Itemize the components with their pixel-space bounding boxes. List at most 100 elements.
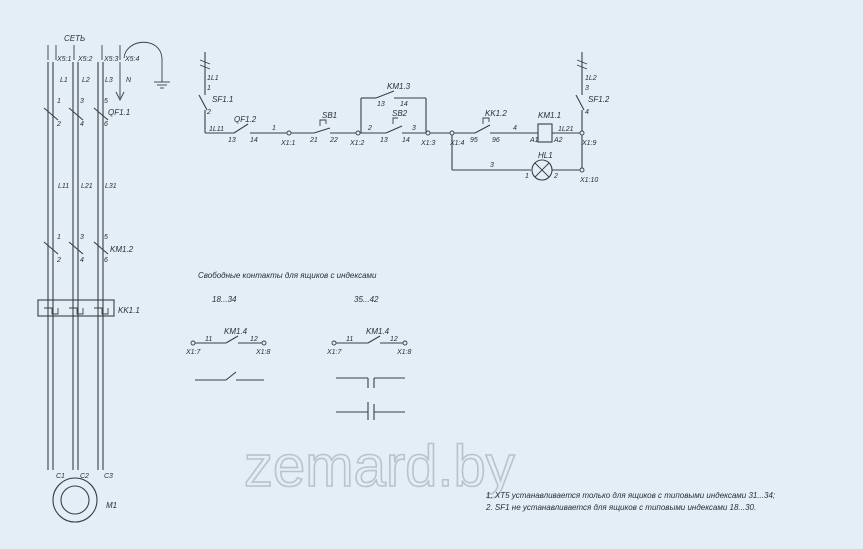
sb1-pin-21: 21: [309, 137, 318, 144]
sf1-2-pin-3: 3: [585, 85, 589, 92]
group-1-terminal-b: X1:8: [255, 349, 271, 356]
phase-l3: L3: [105, 77, 113, 84]
sb2-pin-13: 13: [380, 137, 388, 144]
line-l21: L21: [81, 183, 93, 190]
qf1-2-pin-14: 14: [250, 137, 258, 144]
sb1-pin-22: 22: [329, 137, 338, 144]
motor-m1: C1 C2 C3 M1: [52, 473, 117, 523]
node-1l11: 1L11: [209, 126, 224, 133]
sb1-label: SB1: [322, 111, 337, 120]
group-1-range: 18...34: [212, 295, 237, 304]
sf1-1-pin-1: 1: [207, 85, 211, 92]
km1-1-label: KM1.1: [538, 111, 561, 120]
group-2-terminal-a: X1:7: [326, 349, 343, 356]
group-1-terminal-a: X1:7: [185, 349, 202, 356]
sf1-2-label: SF1.2: [588, 95, 610, 104]
hl1-label: HL1: [538, 151, 553, 160]
phase-l1: L1: [60, 77, 68, 84]
lamp-hl1: HL1 1 2: [525, 151, 558, 181]
terminal-x5-2: X5:2: [77, 56, 93, 63]
terminal-x1-1-dot: [286, 130, 292, 136]
button-sb2: SB2 13 14: [380, 109, 410, 144]
km1-2-pin-5: 5: [104, 234, 108, 241]
km1-1-pin-a2: A2: [553, 137, 563, 144]
line-l11: L11: [58, 183, 69, 190]
motor-pin-c3: C3: [104, 473, 113, 480]
group-1-pin-11: 11: [205, 336, 212, 343]
wire-3: 3: [412, 125, 416, 132]
qf1-1-label: QF1.1: [108, 108, 130, 117]
watermark: zemard.by: [244, 434, 515, 499]
contact-kk1-2: KK1.2 95 96: [454, 109, 507, 144]
motor-label: M1: [106, 501, 117, 510]
phase-n: N: [126, 77, 132, 84]
km1-3-pin-13: 13: [377, 101, 385, 108]
control-circuit: 1L1 1 SF1.1 2 1L11 QF1.2 13 14 1 X1:1 SB…: [198, 52, 610, 184]
breaker-qf1-1: 1 3 5 2 4 6 QF1.1: [43, 98, 130, 128]
phase-conductors: [47, 62, 104, 470]
neutral-loop: [123, 41, 163, 82]
qf1-2-contact: [233, 123, 249, 134]
km1-2-pin-2: 2: [56, 257, 61, 264]
contact-km1-3: KM1.3 13 14: [360, 82, 427, 133]
sf1-1-label: SF1.1: [212, 95, 233, 104]
wire-1: 1: [272, 125, 276, 132]
terminal-x1-3: X1:3: [420, 140, 436, 147]
hl1-pin-1: 1: [525, 173, 529, 180]
terminal-x1-10: X1:10: [579, 177, 598, 184]
group-2-terminal-b: X1:8: [396, 349, 412, 356]
terminal-x1-1: X1:1: [280, 140, 296, 147]
sf1-1-pin-2: 2: [206, 109, 211, 116]
kk1-2-label: KK1.2: [485, 109, 507, 118]
sf1-2-contact: [575, 94, 585, 111]
wire-3-lamp: 3: [490, 162, 494, 169]
power-circuit: СЕТЬ X5:1 X5:2 X5:3 X5:4 L1: [37, 34, 170, 523]
qf1-pin-2: 2: [56, 121, 61, 128]
free-contacts-title: Свободные контакты для ящиков с индексам…: [198, 271, 377, 280]
free-contact-group-1: 18...34 KM1.4 11 12 X1:7 X1:8: [185, 295, 271, 381]
line-l31: L31: [105, 183, 117, 190]
qf1-pin-6: 6: [104, 121, 108, 128]
terminal-x5-3: X5:3: [103, 56, 119, 63]
sf1-1-contact: [198, 94, 208, 111]
group-2-pin-12: 12: [390, 336, 398, 343]
group-1-contact: KM1.4: [224, 327, 248, 336]
contactor-km1-2: 1 3 5 2 4 6 KM1.2: [43, 234, 134, 264]
terminal-x1-4: X1:4: [449, 140, 465, 147]
group-2-contact: KM1.4: [366, 327, 390, 336]
line-1l2: 1L2: [585, 75, 597, 82]
wire-4: 4: [513, 125, 517, 132]
button-sb1: SB1 21 22: [309, 111, 338, 144]
motor-pin-c1: C1: [56, 473, 65, 480]
qf1-pin-5: 5: [104, 98, 108, 105]
footnotes: 1. ХТ5 устанавливается только для ящиков…: [485, 491, 775, 512]
hl1-pin-2: 2: [553, 173, 558, 180]
qf1-pin-4: 4: [80, 121, 84, 128]
qf1-pin-1: 1: [57, 98, 61, 105]
terminal-strip-x5: X5:1 X5:2 X5:3 X5:4: [47, 45, 140, 63]
km1-1-pin-a1: A1: [529, 137, 539, 144]
kk1-2-pin-96: 96: [492, 137, 500, 144]
km1-2-pin-4: 4: [80, 257, 84, 264]
group-1-pin-12: 12: [250, 336, 258, 343]
qf1-2-label: QF1.2: [234, 115, 257, 124]
qf1-2-pin-13: 13: [228, 137, 236, 144]
terminal-x5-4: X5:4: [124, 56, 140, 63]
km1-3-label: KM1.3: [387, 82, 411, 91]
motor-inner-circle: [60, 485, 90, 515]
kk1-2-pin-95: 95: [470, 137, 478, 144]
motor-outer-circle: [52, 477, 98, 523]
net-label: СЕТЬ: [64, 34, 85, 43]
free-contact-group-2: 35...42 KM1.4 11 12 X1:7 X1:8: [326, 295, 412, 420]
wire-2: 2: [367, 125, 372, 132]
free-contacts-section: Свободные контакты для ящиков с индексам…: [185, 271, 412, 420]
line-1l1: 1L1: [207, 75, 219, 82]
node-1l21: 1L21: [558, 126, 574, 133]
terminal-x1-9: X1:9: [581, 140, 597, 147]
km1-3-pin-14: 14: [400, 101, 408, 108]
thermal-relay-kk1-1: KK1.1: [37, 299, 140, 317]
note-1: 1. ХТ5 устанавливается только для ящиков…: [486, 491, 775, 500]
km1-2-label: KM1.2: [110, 245, 134, 254]
group-2-range: 35...42: [354, 295, 379, 304]
